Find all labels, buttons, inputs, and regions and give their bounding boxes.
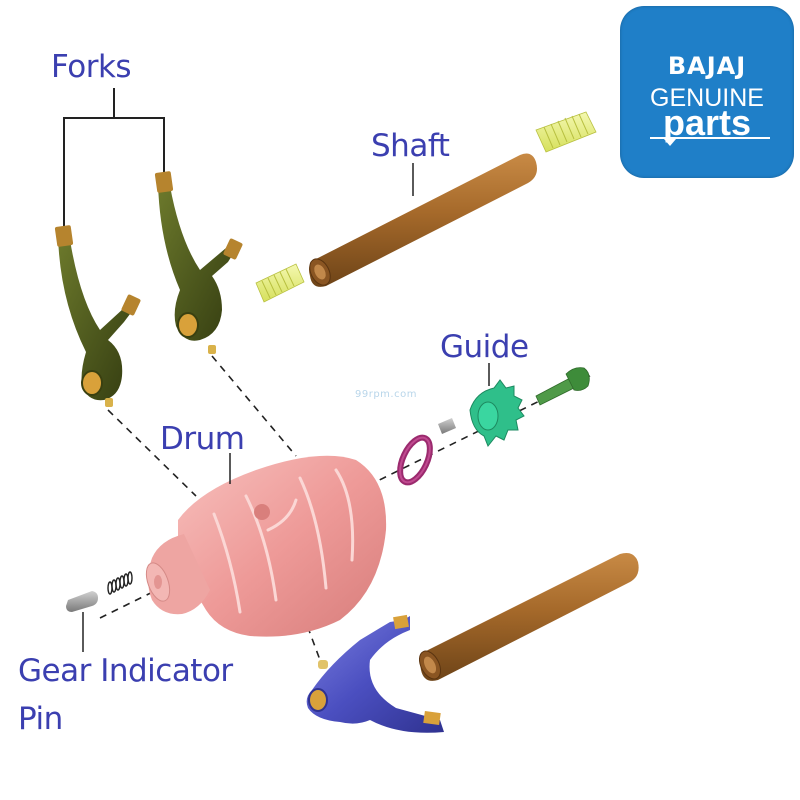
forks-label: Forks [51,49,132,85]
logo-genuine: GENUINE [650,84,764,112]
gear-indicator-pin-label-line1: Gear Indicator [18,653,233,689]
logo-triangle-icon [664,139,676,146]
logo-brand: BAJAJ [667,52,747,80]
gear-indicator-pin [66,591,98,652]
spring-upper-left [255,263,305,303]
logo-parts: parts [662,102,752,143]
shaft-lower [418,553,639,681]
guide-label: Guide [440,329,529,365]
bajaj-genuine-parts-logo: BAJAJ GENUINE parts [620,6,794,178]
fork-left [54,225,141,407]
guide-pin [438,418,456,434]
guide [469,363,525,447]
fork-middle [154,171,243,354]
forks-leader-lines [63,88,165,226]
indicator-spring [107,571,133,595]
spring-upper-right [535,111,597,153]
logo-underline [650,137,770,139]
gear-indicator-pin-label-line2: Pin [18,701,63,737]
drum-label: Drum [160,421,245,457]
drum [145,453,387,637]
watermark-text: 99rpm.com [355,389,417,400]
shaft-label: Shaft [371,128,450,164]
fork-blue [306,614,444,733]
guide-bolt [535,367,590,406]
shaft-upper [309,153,537,287]
o-ring [397,434,433,486]
